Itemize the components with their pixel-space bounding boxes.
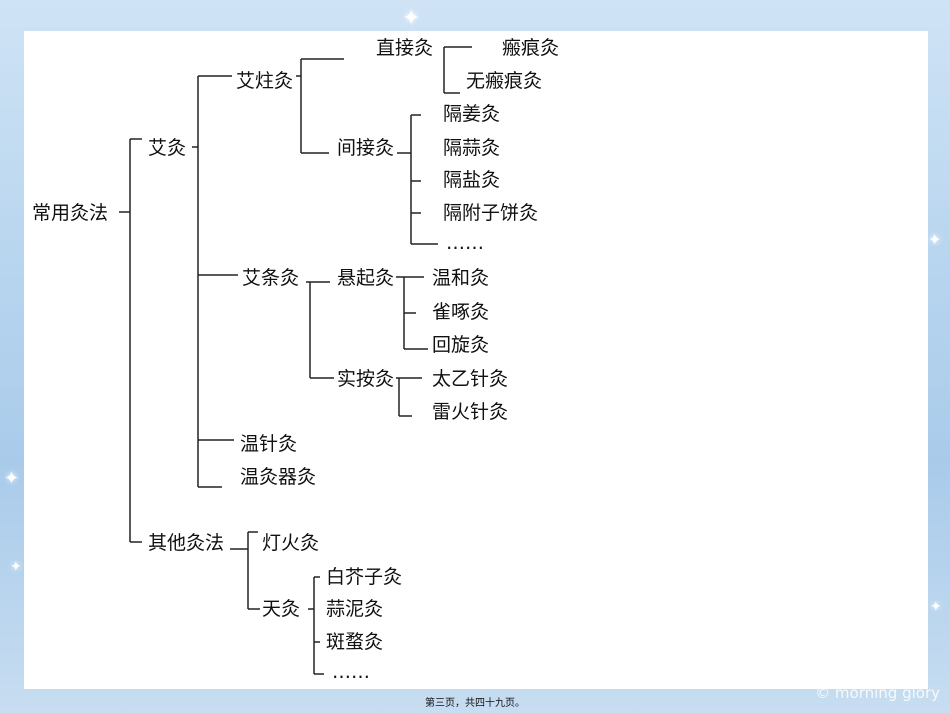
node-aizhujiu: 艾炷灸 (236, 70, 293, 92)
node-wenzhenjiu: 温针灸 (240, 433, 297, 455)
node-wenhejiu: 温和灸 (432, 267, 489, 289)
node-gesuanjiu: 隔蒜灸 (443, 137, 500, 159)
connector-lines (119, 46, 472, 675)
node-leihuozhenjiu: 雷火针灸 (432, 401, 508, 423)
node-wenjiuqijiu: 温灸器灸 (240, 466, 316, 488)
node-geyanjiu: 隔盐灸 (443, 169, 500, 191)
decor-star: ✦ (928, 230, 942, 249)
node-quezhuojiu: 雀啄灸 (432, 301, 489, 323)
node-jianjiejiu: 间接灸 (337, 137, 394, 159)
decor-star: ✦ (930, 599, 942, 615)
moxibustion-tree-diagram: 常用灸法 艾灸 艾炷灸 直接灸 瘢痕灸 无瘢痕灸 间接灸 隔姜灸 隔蒜灸 隔盐灸… (32, 37, 559, 683)
node-taiyizhenjiu: 太乙针灸 (432, 368, 508, 390)
node-baijiezijiu: 白芥子灸 (326, 566, 402, 588)
node-wubanhenjiu: 无瘢痕灸 (466, 70, 542, 92)
node-aijiu: 艾灸 (148, 137, 186, 159)
node-banhenjiu: 瘢痕灸 (502, 37, 559, 59)
node-gefuzibingjiu: 隔附子饼灸 (443, 202, 538, 224)
node-ellipsis-2: …… (332, 661, 370, 683)
page-footer: 第三页，共四十九页。 (425, 698, 525, 709)
decor-star: ✦ (4, 468, 20, 489)
node-suannijiu: 蒜泥灸 (326, 598, 383, 620)
slide-content: 常用灸法 艾灸 艾炷灸 直接灸 瘢痕灸 无瘢痕灸 间接灸 隔姜灸 隔蒜灸 隔盐灸… (24, 31, 928, 689)
node-tianjiu: 天灸 (262, 598, 300, 620)
node-aitiaojiu: 艾条灸 (242, 267, 299, 289)
node-banmaojiu: 斑蝥灸 (326, 631, 383, 653)
node-qitajiufa: 其他灸法 (148, 532, 224, 554)
node-ellipsis-1: …… (446, 232, 484, 254)
node-huixuanjiu: 回旋灸 (432, 334, 489, 356)
decor-star: ✦ (402, 6, 421, 31)
node-gejiangjiu: 隔姜灸 (443, 103, 500, 125)
node-xuanqijiu: 悬起灸 (337, 267, 394, 289)
node-denghuojiu: 灯火灸 (262, 532, 319, 554)
node-zhijiejiu: 直接灸 (376, 37, 433, 59)
node-shianjiu: 实按灸 (337, 368, 394, 390)
decor-star: ✦ (10, 559, 22, 575)
watermark: © morning glory (815, 684, 940, 702)
node-root: 常用灸法 (32, 202, 108, 224)
